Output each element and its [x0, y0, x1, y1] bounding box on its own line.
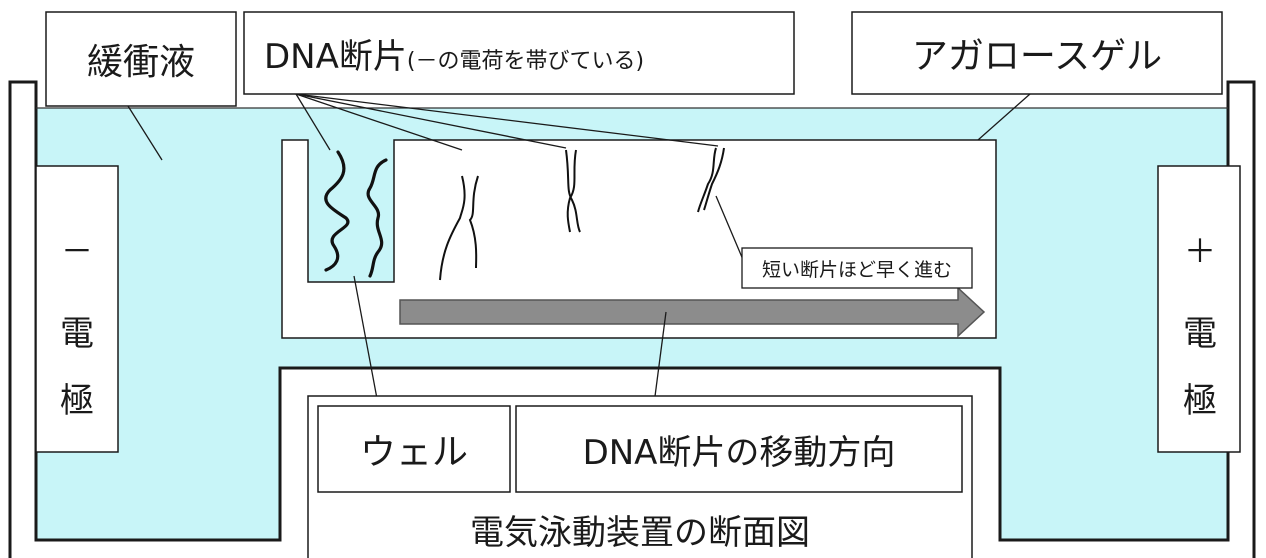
label-gel: アガロースゲル: [912, 36, 1162, 77]
electrode-right-char-1: 電: [1183, 314, 1217, 354]
label-direction: DNA断片の移動方向: [583, 433, 896, 473]
electrode-right: [1157, 165, 1241, 453]
leader-buffer: [127, 105, 163, 161]
electrode-left: [35, 165, 119, 453]
label-dna-note: (－の電荷を帯びている): [407, 49, 644, 74]
label-buffer: 緩衝液: [87, 42, 195, 83]
electrode-right-sign: ＋: [1184, 232, 1216, 270]
leader-lines: [127, 93, 1031, 405]
dna-strand-well-2: [366, 158, 388, 278]
electrode-left-char-1: 電: [60, 314, 94, 354]
leader-dna-2: [295, 93, 567, 149]
dna-band-short-1: [697, 147, 717, 213]
diagram-title: 電気泳動装置の断面図: [470, 513, 810, 553]
label-box-short: [741, 247, 973, 289]
label-well: ウェル: [360, 432, 468, 473]
leader-short: [715, 195, 745, 263]
label-box-well: [317, 405, 511, 493]
label-short-note: 短い断片ほど早く進む: [762, 259, 952, 281]
label-dna-fragment: DNA断片(－の電荷を帯びている): [264, 37, 644, 77]
label-box-buffer: [45, 11, 237, 107]
label-box-direction: [515, 405, 963, 493]
leader-gel: [977, 93, 1031, 141]
leader-direction: [653, 311, 667, 405]
electrode-left-char-2: 極: [60, 381, 94, 421]
dna-band-long-1: [439, 175, 466, 281]
tank-left-wall: [8, 80, 1256, 558]
dna-band-mid-1: [565, 149, 581, 233]
direction-arrow: [399, 286, 986, 338]
leader-well: [353, 275, 379, 405]
electrode-left-sign: －: [61, 232, 93, 270]
leader-dna-1: [295, 93, 463, 151]
leader-dna-3: [295, 93, 719, 147]
leader-dna-well: [295, 93, 331, 151]
dna-band-mid-2: [566, 149, 577, 233]
dna-band-short-2: [703, 147, 725, 211]
dna-strand-well-1: [324, 150, 350, 272]
label-dna-main: DNA断片: [264, 37, 407, 77]
label-box-dna: [243, 11, 795, 95]
electrode-right-char-2: 極: [1183, 381, 1217, 421]
dna-band-long-2: [468, 175, 479, 269]
label-box-gel: [851, 11, 1223, 95]
